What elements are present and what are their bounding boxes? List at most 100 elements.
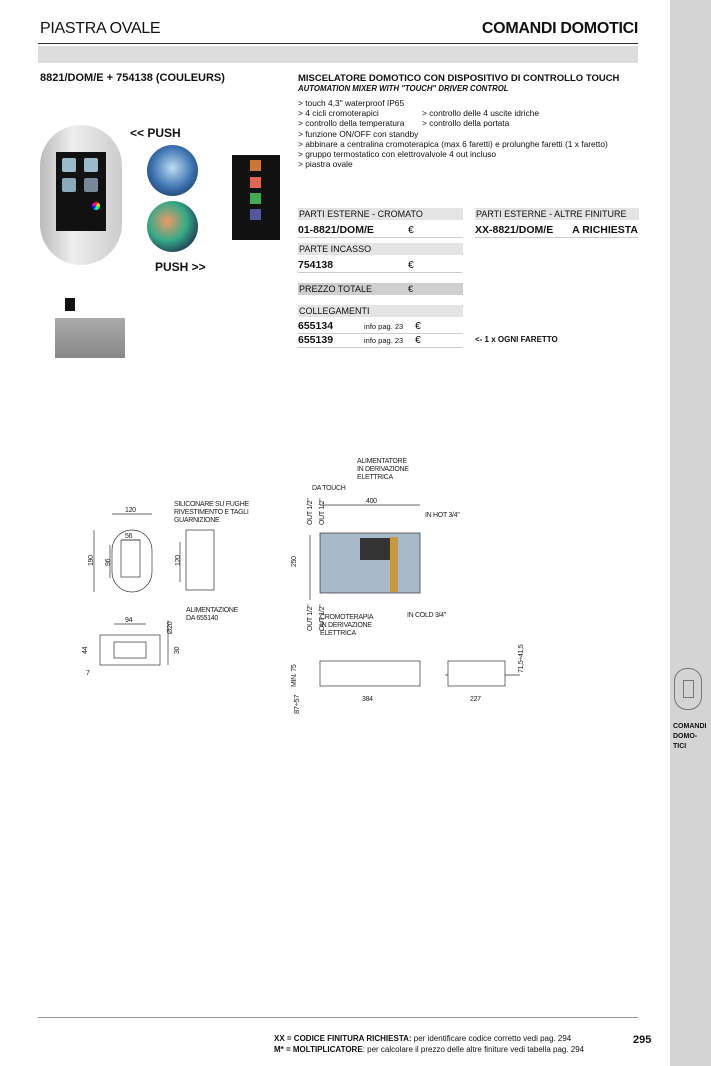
connection-note: <- 1 x OGNI FARETTO — [475, 335, 558, 344]
connections-header: COLLEGAMENTI — [298, 305, 463, 317]
page-title-left: PIASTRA OVALE — [40, 20, 161, 37]
connection-row: 655134 info pag. 23 € — [298, 320, 462, 334]
dim-min75: MIN. 75 — [291, 664, 298, 687]
note: ELETTRICA — [357, 474, 393, 481]
dim-56: 56 — [125, 533, 133, 540]
product-code: XX-8821/DOM/E — [475, 224, 554, 236]
dim-250: 250 — [291, 556, 298, 567]
mixer-dimension-drawing: ALIMENTATORE IN DERIVAZIONE ELETTRICA DA… — [291, 458, 525, 714]
sidebar-tab: COMANDI DOMO- TICI — [670, 0, 711, 1066]
price: A RICHIESTA — [572, 224, 638, 236]
product-code: 655134 — [298, 320, 334, 332]
sidebar-label: TICI — [673, 743, 687, 750]
total-label: PREZZO TOTALE — [299, 284, 373, 294]
note: SILICONARE SU FUGHE — [174, 501, 249, 508]
connection-row: 655139 info pag. 23 € — [298, 334, 462, 348]
info-link: info pag. 23 — [364, 322, 404, 331]
note: ALIMENTAZIONE — [186, 607, 239, 614]
feature-item: > controllo della portata — [422, 118, 510, 129]
note: GUARNIZIONE — [174, 517, 220, 524]
built-in-box-image — [55, 318, 125, 358]
sidebar-label: COMANDI — [673, 723, 707, 730]
note: OUT 1/2" — [307, 498, 314, 525]
note-label: XX = CODICE FINITURA RICHIESTA: — [274, 1034, 412, 1043]
dim-44: 44 — [82, 646, 89, 654]
note: RIVESTIMENTO E TAGLI — [174, 509, 249, 516]
dim-30: 30 — [174, 646, 181, 654]
header-divider — [38, 43, 638, 44]
dim-400: 400 — [366, 498, 377, 505]
footer-notes: XX = CODICE FINITURA RICHIESTA: per iden… — [274, 1033, 584, 1055]
plate-outline — [111, 529, 153, 593]
color-button-icon — [147, 201, 198, 252]
note-text: : per calcolare il prezzo delle altre fi… — [362, 1045, 585, 1054]
feature-item: > piastra ovale — [298, 159, 353, 170]
feature-item: > controllo delle 4 uscite idriche — [422, 108, 540, 119]
dim-384: 384 — [362, 696, 373, 703]
feature-item: > gruppo termostatico con elettrovalvole… — [298, 148, 497, 159]
total-row: PREZZO TOTALE € — [298, 283, 463, 295]
dim-87: 87÷57 — [292, 695, 301, 714]
note: ALIMENTATORE — [357, 458, 407, 465]
product-code: 8821/DOM/E + 754138 (COULEURS) — [40, 72, 225, 84]
built-in-row: 754138 € — [298, 259, 462, 273]
page-title-right: COMANDI DOMOTICI — [481, 20, 638, 37]
external-chrome-row: 01-8821/DOM/E € — [298, 224, 462, 238]
product-subtitle: AUTOMATION MIXER WITH "TOUCH" DRIVER CON… — [298, 84, 509, 93]
product-title: MISCELATORE DOMOTICO CON DISPOSITIVO DI … — [298, 73, 620, 84]
note: OUT 1/2" — [307, 604, 314, 631]
touch-panel-image — [40, 125, 122, 265]
note: ELETTRICA — [320, 630, 356, 637]
dim-71: 71,5÷41,5 — [518, 644, 525, 673]
note: DA 655140 — [186, 615, 218, 622]
note-text: per identificare codice corretto vedi pa… — [411, 1034, 572, 1043]
sidebar-label: DOMO- — [673, 733, 698, 740]
header-band — [38, 46, 638, 63]
external-chrome-header: PARTI ESTERNE - CROMATO — [298, 208, 463, 220]
control-unit-image — [65, 298, 75, 311]
push-right-label: PUSH >> — [155, 260, 206, 274]
feature-item: > abbinare a centralina cromoterapica (m… — [298, 138, 608, 149]
note: DA TOUCH — [312, 485, 346, 492]
product-code: 754138 — [298, 259, 334, 271]
external-other-row: XX-8821/DOM/E A RICHIESTA — [475, 224, 638, 238]
currency: € — [408, 224, 414, 236]
footer-divider — [38, 1017, 638, 1018]
feature-list: > touch 4,3" waterproof IP65 > 4 cicli c… — [298, 98, 658, 169]
feature-item: > controllo della temperatura — [298, 118, 405, 129]
built-in-header: PARTE INCASSO — [298, 243, 463, 255]
water-button-icon — [147, 145, 198, 196]
feature-item: > funzione ON/OFF con standby — [298, 128, 419, 139]
feature-item: > 4 cicli cromoterapici — [298, 108, 379, 119]
push-left-label: << PUSH — [130, 126, 181, 140]
note-label: M* = MOLTIPLICATORE — [274, 1045, 363, 1054]
note: OUT 1/2" — [319, 604, 326, 631]
dim-120-side: 120 — [175, 555, 182, 566]
note: IN COLD 3/4" — [407, 612, 447, 619]
feature-item: > touch 4,3" waterproof IP65 — [298, 98, 405, 108]
dim-94: 94 — [125, 617, 133, 624]
note: CROMOTERAPIA — [320, 614, 374, 621]
dim-190: 190 — [88, 555, 95, 566]
dim-7: 7 — [86, 670, 90, 677]
dim-20: Ø20 — [167, 621, 174, 634]
product-code: 01-8821/DOM/E — [298, 224, 374, 236]
note: IN HOT 3/4" — [425, 512, 460, 519]
note: IN DERIVAZIONE — [320, 622, 372, 629]
currency: € — [415, 334, 421, 346]
dim-96: 96 — [105, 558, 112, 566]
oval-plate-icon — [674, 668, 702, 710]
product-code: 655139 — [298, 334, 334, 346]
plate-dimension-drawing: 120 56 190 96 120 94 Ø20 44 30 7 SILICON… — [82, 501, 250, 677]
currency: € — [408, 259, 414, 271]
note: IN DERIVAZIONE — [357, 466, 409, 473]
page-number: 295 — [633, 1034, 652, 1046]
dim-227: 227 — [470, 696, 481, 703]
currency: € — [408, 284, 414, 294]
note: OUT 1/2" — [319, 498, 326, 525]
dim-120: 120 — [125, 507, 136, 514]
currency: € — [415, 320, 421, 332]
chromotherapy-screen-image — [232, 155, 280, 240]
info-link: info pag. 23 — [364, 336, 404, 345]
